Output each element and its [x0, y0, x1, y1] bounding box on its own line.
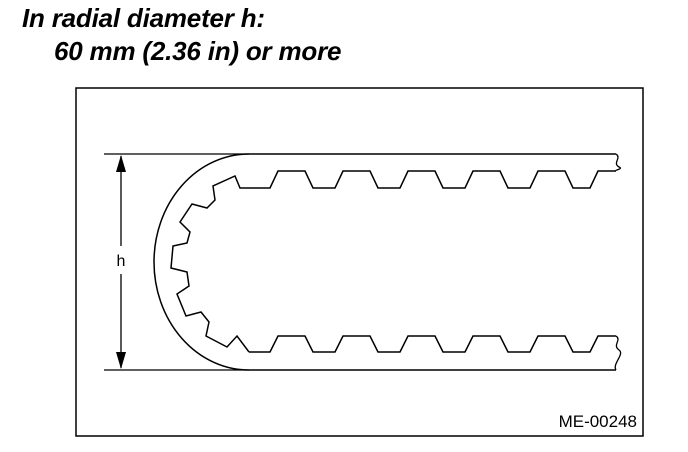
- belt-break-top: [615, 153, 622, 172]
- dimension-arrow-top: [116, 155, 126, 172]
- instruction-line-2: 60 mm (2.36 in) or more: [54, 36, 342, 66]
- diagram-frame: [75, 87, 644, 437]
- belt-teeth-bottom: [249, 335, 616, 353]
- belt-teeth-bend: [170, 174, 250, 353]
- figure-id: ME-00248: [559, 412, 637, 431]
- dimension-label-h: h: [117, 253, 126, 270]
- dimension-arrow-bottom: [116, 352, 126, 369]
- instruction-line-1: In radial diameter h:: [22, 3, 265, 33]
- belt-teeth-top: [249, 170, 616, 189]
- belt-outer-surface: [153, 153, 616, 371]
- belt-break-bottom: [614, 335, 622, 371]
- instruction-heading: In radial diameter h: 60 mm (2.36 in) or…: [22, 2, 341, 68]
